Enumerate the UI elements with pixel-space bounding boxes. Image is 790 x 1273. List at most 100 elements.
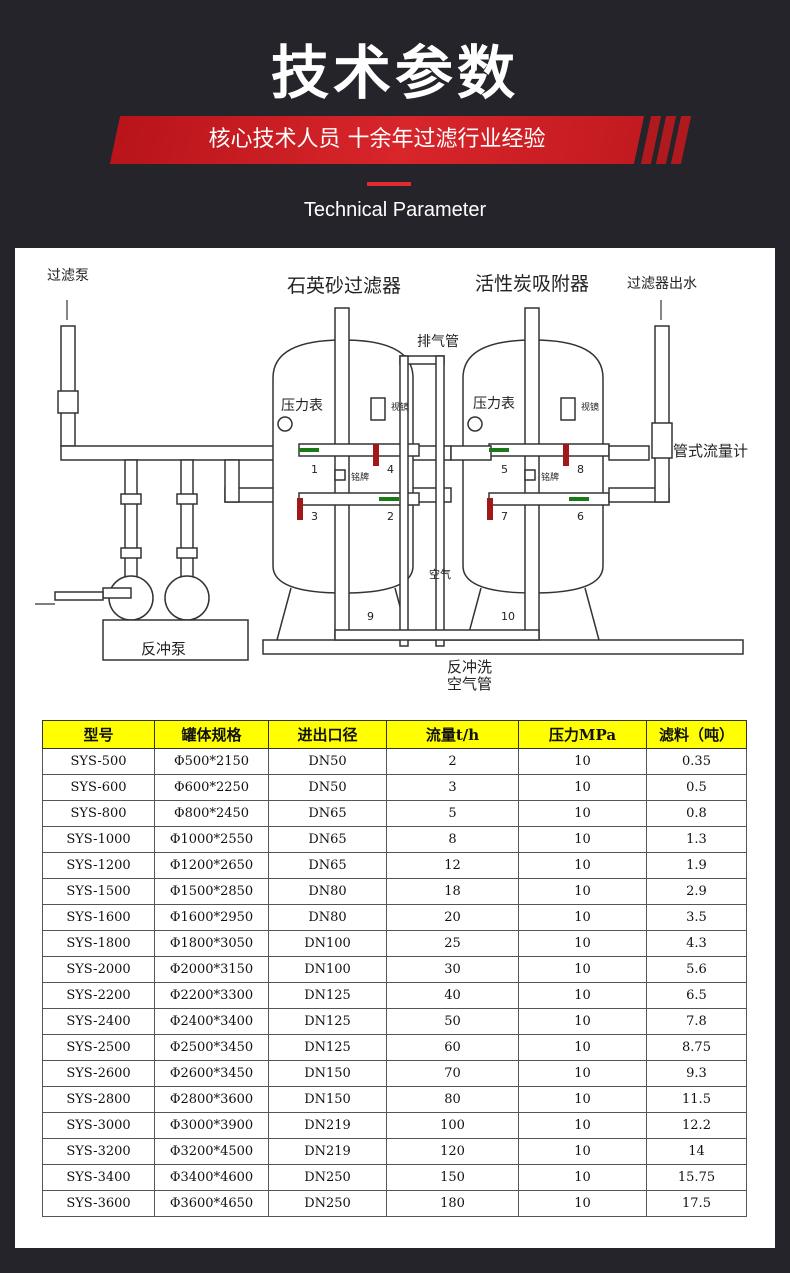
- table-cell: 10: [518, 1008, 647, 1035]
- table-cell: 10: [518, 1190, 647, 1217]
- table-cell: DN125: [268, 1008, 387, 1035]
- table-cell: Φ3400*4600: [154, 1164, 269, 1191]
- table-cell: 2: [386, 748, 519, 775]
- table-cell: 70: [386, 1060, 519, 1087]
- table-cell: 0.5: [646, 774, 747, 801]
- valve-number: 8: [577, 463, 584, 476]
- valve-number: 3: [311, 510, 318, 523]
- table-cell: DN219: [268, 1112, 387, 1139]
- table-cell: 10: [518, 1164, 647, 1191]
- table-cell: SYS-1500: [42, 878, 155, 905]
- table-cell: 8: [386, 826, 519, 853]
- valve-number: 6: [577, 510, 584, 523]
- valve-number: 7: [501, 510, 508, 523]
- table-cell: SYS-2500: [42, 1034, 155, 1061]
- table-cell: 25: [386, 930, 519, 957]
- table-cell: 10: [518, 1112, 647, 1139]
- table-cell: 2.9: [646, 878, 747, 905]
- table-cell: DN65: [268, 852, 387, 879]
- table-cell: SYS-1800: [42, 930, 155, 957]
- table-cell: 9.3: [646, 1060, 747, 1087]
- table-cell: SYS-2800: [42, 1086, 155, 1113]
- table-cell: 1.3: [646, 826, 747, 853]
- table-cell: 20: [386, 904, 519, 931]
- table-cell: SYS-2000: [42, 956, 155, 983]
- table-cell: 12.2: [646, 1112, 747, 1139]
- table-cell: 10: [518, 878, 647, 905]
- label-sight-glass: 视镜: [581, 401, 599, 413]
- column-header: 压力MPa: [518, 720, 647, 749]
- table-cell: SYS-2400: [42, 1008, 155, 1035]
- table-cell: 12: [386, 852, 519, 879]
- label-air-pipe: 空气管: [447, 675, 492, 693]
- table-cell: 150: [386, 1164, 519, 1191]
- table-cell: 8.75: [646, 1034, 747, 1061]
- table-cell: Φ800*2450: [154, 800, 269, 827]
- table-cell: SYS-2200: [42, 982, 155, 1009]
- table-cell: 10: [518, 904, 647, 931]
- table-cell: 10: [518, 1138, 647, 1165]
- table-cell: SYS-3400: [42, 1164, 155, 1191]
- table-cell: DN150: [268, 1086, 387, 1113]
- table-cell: DN100: [268, 956, 387, 983]
- valve-number: 2: [387, 510, 394, 523]
- table-cell: Φ2400*3400: [154, 1008, 269, 1035]
- table-cell: 80: [386, 1086, 519, 1113]
- label-flowmeter: 管式流量计: [673, 442, 748, 460]
- table-cell: Φ1600*2950: [154, 904, 269, 931]
- label-pressure-gauge: 压力表: [281, 398, 323, 414]
- label-filter-outlet: 过滤器出水: [627, 276, 697, 292]
- filter-system-diagram: 过滤泵 石英砂过滤器 活性炭吸附器 过滤器出水 排气管 压力表 压力表 视镜 视…: [35, 268, 748, 693]
- table-cell: DN250: [268, 1190, 387, 1217]
- table-cell: 6.5: [646, 982, 747, 1009]
- column-header: 滤料（吨）: [646, 720, 747, 749]
- table-cell: DN219: [268, 1138, 387, 1165]
- label-carbon-adsorber: 活性炭吸附器: [475, 273, 589, 295]
- table-cell: 3.5: [646, 904, 747, 931]
- table-cell: DN100: [268, 930, 387, 957]
- table-cell: Φ1500*2850: [154, 878, 269, 905]
- column-header: 进出口径: [268, 720, 387, 749]
- table-cell: Φ2000*3150: [154, 956, 269, 983]
- label-pressure-gauge: 压力表: [473, 396, 515, 412]
- label-nameplate: 铭牌: [351, 471, 369, 483]
- label-quartz-filter: 石英砂过滤器: [287, 275, 401, 297]
- table-cell: DN125: [268, 982, 387, 1009]
- table-cell: 5: [386, 800, 519, 827]
- table-cell: 60: [386, 1034, 519, 1061]
- table-cell: 10: [518, 930, 647, 957]
- table-cell: 10: [518, 800, 647, 827]
- table-cell: 4.3: [646, 930, 747, 957]
- valve-number: 9: [367, 610, 374, 623]
- table-cell: SYS-1600: [42, 904, 155, 931]
- table-cell: 7.8: [646, 1008, 747, 1035]
- table-cell: Φ600*2250: [154, 774, 269, 801]
- table-cell: DN65: [268, 826, 387, 853]
- label-nameplate: 铭牌: [541, 471, 559, 483]
- table-cell: Φ3000*3900: [154, 1112, 269, 1139]
- table-cell: Φ1800*3050: [154, 930, 269, 957]
- label-backwash-pump: 反冲泵: [141, 640, 186, 658]
- table-cell: Φ2800*3600: [154, 1086, 269, 1113]
- table-cell: Φ1000*2550: [154, 826, 269, 853]
- table-cell: SYS-500: [42, 748, 155, 775]
- table-cell: 17.5: [646, 1190, 747, 1217]
- valve-number: 5: [501, 463, 508, 476]
- table-header-row: 型号 罐体规格 进出口径 流量t/h 压力MPa 滤料（吨）: [42, 720, 747, 749]
- table-cell: 15.75: [646, 1164, 747, 1191]
- table-cell: 10: [518, 826, 647, 853]
- table-cell: SYS-3600: [42, 1190, 155, 1217]
- table-cell: 0.35: [646, 748, 747, 775]
